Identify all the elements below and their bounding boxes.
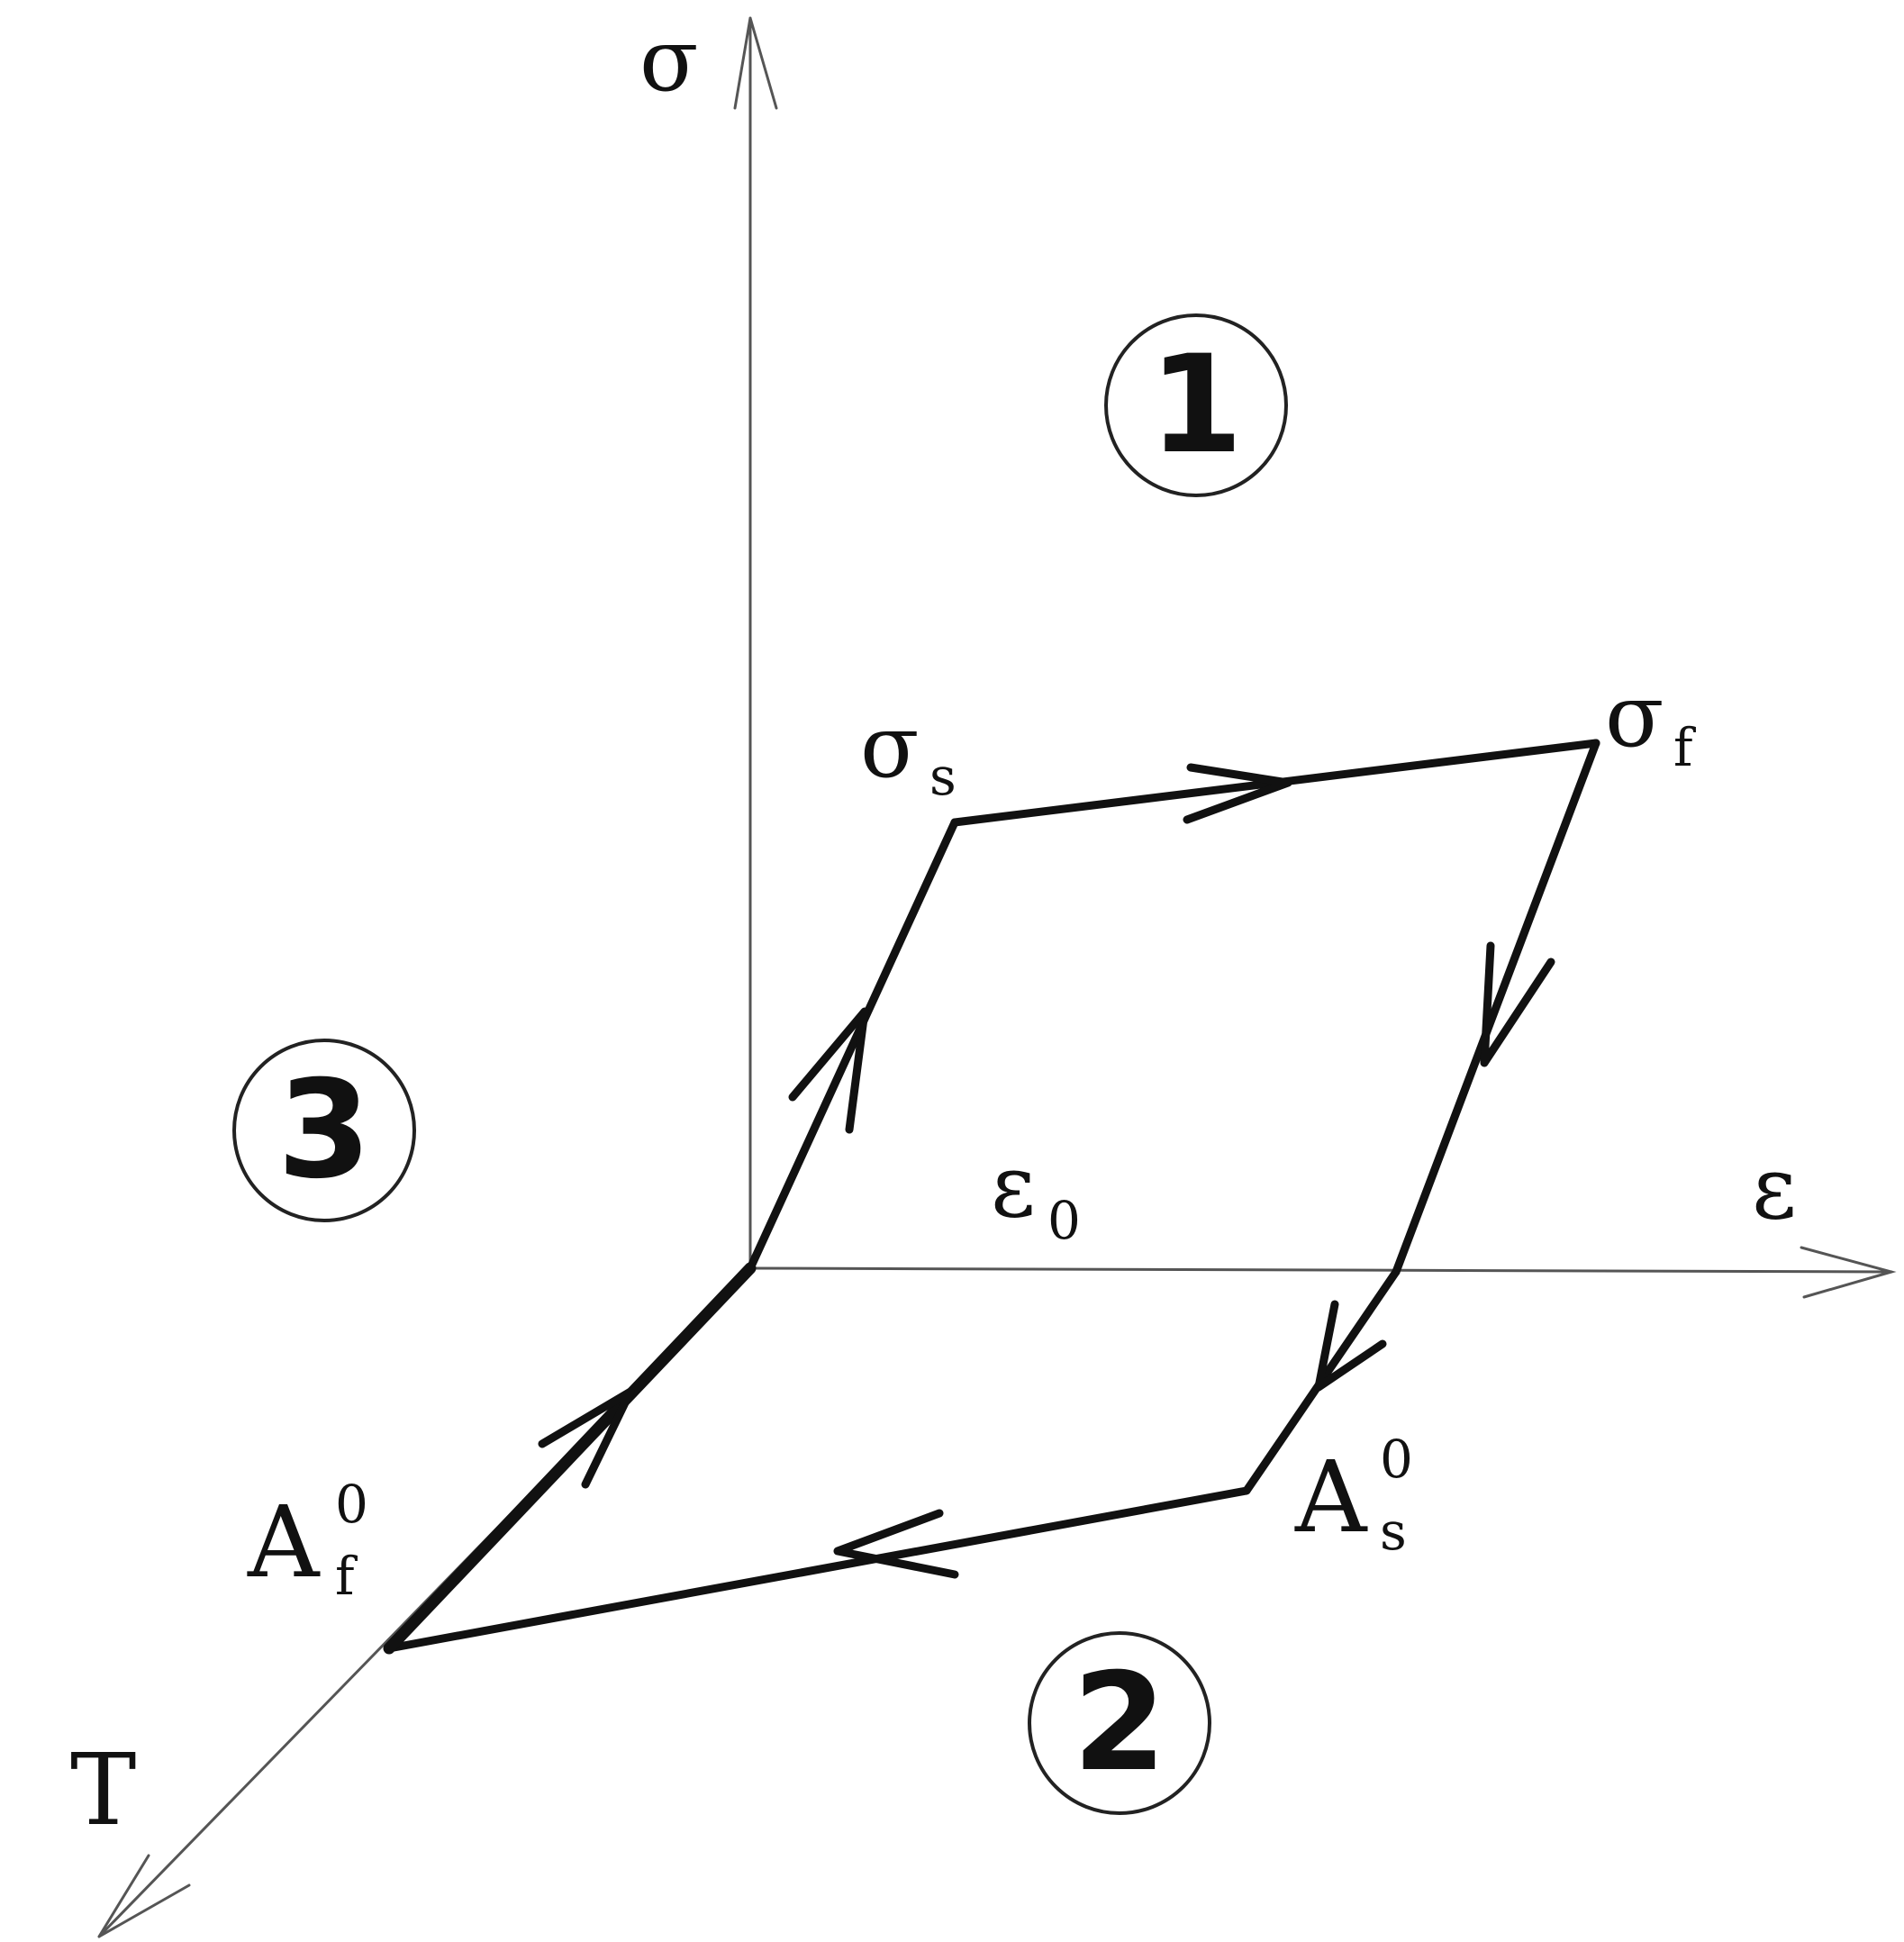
arrow-down-unloading-lower [1314, 1300, 1387, 1392]
heating-segment [385, 1486, 1251, 1653]
A-f0-base: A [247, 1484, 321, 1600]
arrow-right-transformation [1183, 763, 1292, 824]
sigma-axis-label: σ [639, 10, 699, 111]
label-sigma-s: σ s [860, 696, 957, 807]
arrow-up-loading [788, 1007, 869, 1134]
label-epsilon-0: ε 0 [991, 1136, 1081, 1251]
sigma-f-base: σ [1605, 666, 1664, 767]
A-f0-sup: 0 [335, 1474, 368, 1535]
epsilon-0-sub: 0 [1047, 1190, 1081, 1251]
epsilon-axis [748, 1266, 1893, 1274]
arrow-up-recovery [538, 1387, 635, 1489]
region-3-circle [232, 1039, 416, 1222]
region-1-circle [1104, 313, 1288, 497]
region-1-number: 1 [1149, 327, 1243, 484]
label-sigma-f: σ f [1605, 666, 1696, 778]
epsilon-axis-arrowhead [1800, 1246, 1897, 1299]
arrow-left-heating [833, 1509, 959, 1579]
A-s0-sup: 0 [1380, 1429, 1413, 1490]
sigma-s-base: σ [860, 696, 920, 797]
A-s0-base: A [1294, 1439, 1368, 1555]
A-f0-sub: f [335, 1546, 358, 1607]
region-1-marker: 1 [1104, 313, 1288, 497]
temperature-axis-arrowhead [97, 1854, 191, 1938]
label-A-s0: A 0 s [1294, 1429, 1413, 1562]
sigma-s-sub: s [929, 746, 957, 807]
recovery-segment [383, 1262, 757, 1655]
region-3-number: 3 [277, 1052, 371, 1209]
direction-arrows [538, 763, 1555, 1579]
region-2-marker: 2 [1028, 1631, 1211, 1815]
loading-segment [746, 818, 959, 1273]
temperature-axis-label: T [70, 1732, 136, 1847]
region-2-circle [1028, 1631, 1211, 1815]
region-3-marker: 3 [232, 1039, 416, 1222]
unloading-upper-segment [1392, 739, 1600, 1276]
sigma-axis-arrowhead [733, 17, 778, 110]
axes [97, 16, 1897, 1938]
A-s0-sub: s [1380, 1501, 1407, 1562]
region-2-number: 2 [1073, 1645, 1166, 1801]
epsilon-0-base: ε [991, 1136, 1036, 1237]
sigma-f-sub: f [1673, 717, 1696, 778]
label-A-f0: A 0 f [247, 1474, 368, 1607]
arrow-down-unloading-upper [1480, 941, 1555, 1067]
epsilon-axis-label: ε [1752, 1138, 1797, 1239]
